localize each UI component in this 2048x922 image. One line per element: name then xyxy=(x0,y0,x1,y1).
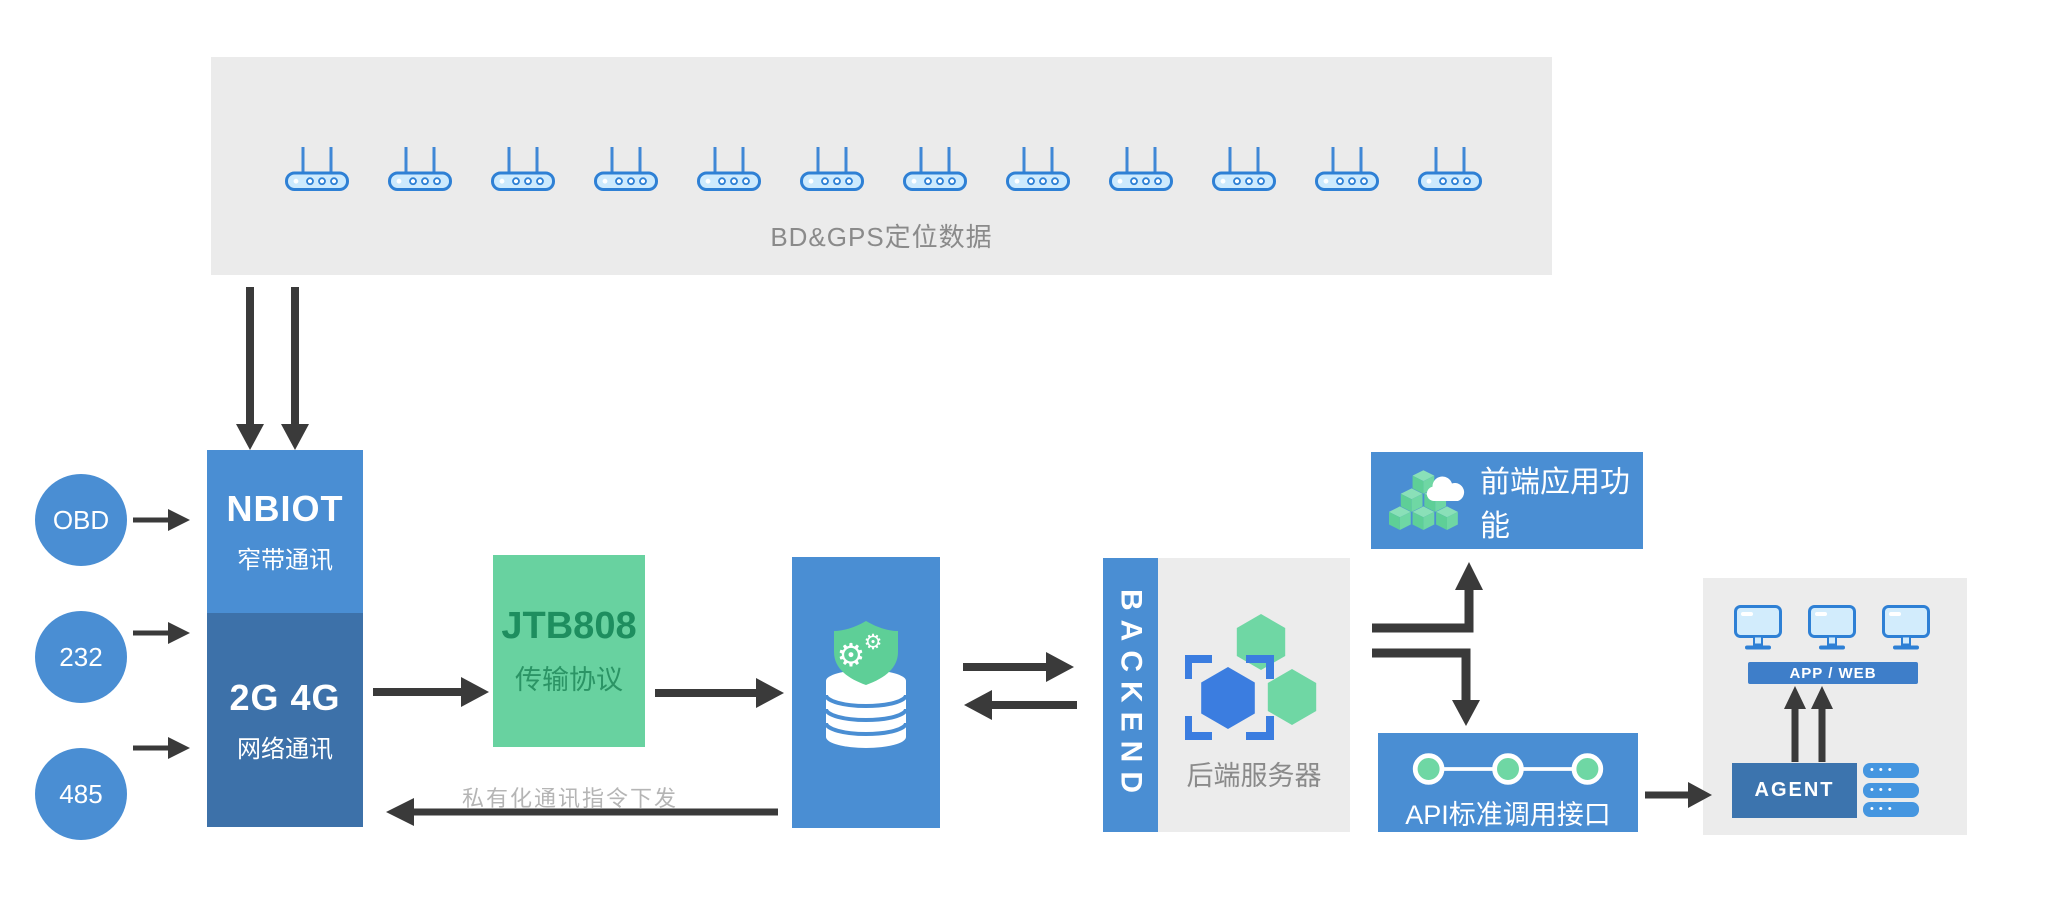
client-panel: APP / WEB AGENT xyxy=(1703,578,1967,835)
arrow-backend-to-db xyxy=(964,690,1077,720)
input-label: 485 xyxy=(59,778,103,809)
arrow-485 xyxy=(133,737,190,759)
arrow-api-to-client xyxy=(1645,782,1712,808)
arrow-comm-to-protocol xyxy=(373,677,489,707)
gps-devices-panel: BD&GPS定位数据 xyxy=(211,57,1552,275)
appweb-label: APP / WEB xyxy=(1789,664,1877,682)
routers-row xyxy=(285,145,1482,191)
backend-vertical-label: BACKEND xyxy=(1114,588,1148,802)
arrow-obd xyxy=(133,509,190,531)
arrow-protocol-to-db xyxy=(655,678,784,708)
router-icon xyxy=(1109,147,1173,191)
server-bar xyxy=(1863,763,1919,778)
input-circle-485: 485 xyxy=(35,748,127,840)
cellular-subtitle: 网络通讯 xyxy=(237,735,333,763)
arrow-db-to-backend xyxy=(963,652,1074,682)
cubes-cloud-icon xyxy=(1389,469,1465,530)
router-icon xyxy=(697,147,761,191)
arrow-232 xyxy=(133,622,190,644)
backend-server-panel: 后端服务器 xyxy=(1158,558,1350,832)
arrow-gps-down-1 xyxy=(236,287,264,450)
protocol-title: JTB808 xyxy=(501,605,637,647)
router-icon xyxy=(1315,147,1379,191)
frontend-box: 前端应用功能 xyxy=(1371,452,1643,549)
api-label: API标准调用接口 xyxy=(1405,800,1611,830)
gear-icon: ⚙ xyxy=(837,637,866,673)
input-circle-obd: OBD xyxy=(35,474,127,566)
api-box: API标准调用接口 xyxy=(1378,733,1638,832)
arrow-gps-down-2 xyxy=(281,287,309,450)
nbiot-title: NBIOT xyxy=(226,488,344,529)
backend-server-label: 后端服务器 xyxy=(1186,761,1322,791)
arrow-backend-to-frontend xyxy=(1372,562,1483,633)
server-bar xyxy=(1863,802,1919,817)
shield-database-icon: ⚙ ⚙ xyxy=(824,621,908,748)
secure-database-box: ⚙ ⚙ xyxy=(792,557,940,828)
arrow-backend-to-api xyxy=(1372,648,1480,726)
server-stack xyxy=(1863,763,1919,817)
router-icon xyxy=(1212,147,1276,191)
router-icon xyxy=(491,147,555,191)
router-icon xyxy=(1418,147,1482,191)
downlink-label: 私有化通讯指令下发 xyxy=(461,786,678,811)
input-label: 232 xyxy=(59,641,103,672)
backend-bar: BACKEND xyxy=(1103,558,1158,832)
protocol-box: JTB808 传输协议 xyxy=(493,555,645,747)
protocol-subtitle: 传输协议 xyxy=(515,665,623,695)
comm-module-box: NBIOT 窄带通讯 2G 4G 网络通讯 xyxy=(207,450,363,827)
bracket-frame-icon xyxy=(1185,655,1274,740)
router-icon xyxy=(800,147,864,191)
nbiot-subtitle: 窄带通讯 xyxy=(237,547,333,574)
monitor-icon xyxy=(1734,605,1782,650)
cloud-icon xyxy=(1426,476,1465,501)
appweb-bar: APP / WEB xyxy=(1748,662,1918,684)
agent-box: AGENT xyxy=(1732,763,1857,818)
gear-icon-small: ⚙ xyxy=(864,631,883,654)
input-interfaces: OBD 232 485 xyxy=(35,474,127,840)
server-bar xyxy=(1863,782,1919,798)
cellular-title: 2G 4G xyxy=(229,676,341,718)
router-icon xyxy=(1006,147,1070,191)
input-label: OBD xyxy=(52,504,110,535)
cellular-section: 2G 4G 网络通讯 xyxy=(207,613,363,827)
shield-icon xyxy=(834,621,898,685)
monitor-icon xyxy=(1808,605,1856,650)
gps-panel-label: BD&GPS定位数据 xyxy=(770,222,993,252)
api-nodes-icon xyxy=(1412,753,1604,785)
input-circle-232: 232 xyxy=(35,611,127,703)
frontend-label: 前端应用功能 xyxy=(1479,465,1630,543)
router-icon xyxy=(594,147,658,191)
hexagon-cluster-icon xyxy=(1185,614,1317,740)
nbiot-section: NBIOT 窄带通讯 xyxy=(207,450,363,613)
monitor-icon xyxy=(1882,605,1930,650)
router-icon xyxy=(903,147,967,191)
router-icon xyxy=(388,147,452,191)
agent-label: AGENT xyxy=(1754,779,1835,801)
router-icon xyxy=(285,147,349,191)
monitors-row xyxy=(1734,605,1930,651)
